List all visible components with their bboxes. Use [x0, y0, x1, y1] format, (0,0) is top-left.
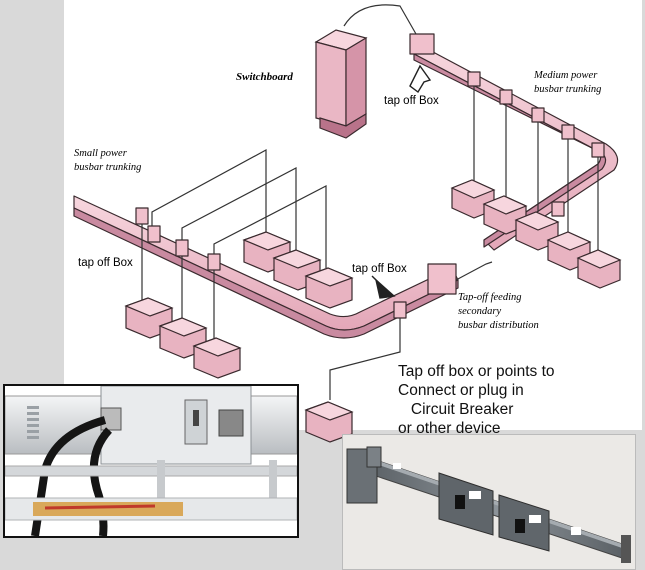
switchboard-label: Switchboard — [236, 71, 293, 83]
small-power-label: Small power — [74, 148, 128, 159]
feed-box-top — [410, 34, 434, 54]
feed-box-small — [428, 264, 456, 294]
feed-label-2: secondary — [458, 306, 501, 317]
switchboard — [316, 5, 416, 138]
photo-tap-off-box — [3, 384, 299, 538]
tap-off-label-top: tap off Box — [384, 95, 439, 107]
tap-off-label-left: tap off Box — [78, 257, 133, 269]
callout-text: Tap off box or points to Connect or plug… — [398, 362, 555, 438]
feed-label-1: Tap-off feeding — [458, 292, 522, 303]
photo-busbar-system — [342, 434, 636, 570]
small-power-label-2: busbar trunking — [74, 162, 141, 173]
feed-label-3: busbar distribution — [458, 320, 539, 331]
medium-tap-boxes — [452, 180, 620, 288]
medium-power-label-2: busbar trunking — [534, 84, 601, 95]
medium-power-label: Medium power — [533, 70, 598, 81]
tap-off-label-mid: tap off Box — [352, 263, 407, 275]
